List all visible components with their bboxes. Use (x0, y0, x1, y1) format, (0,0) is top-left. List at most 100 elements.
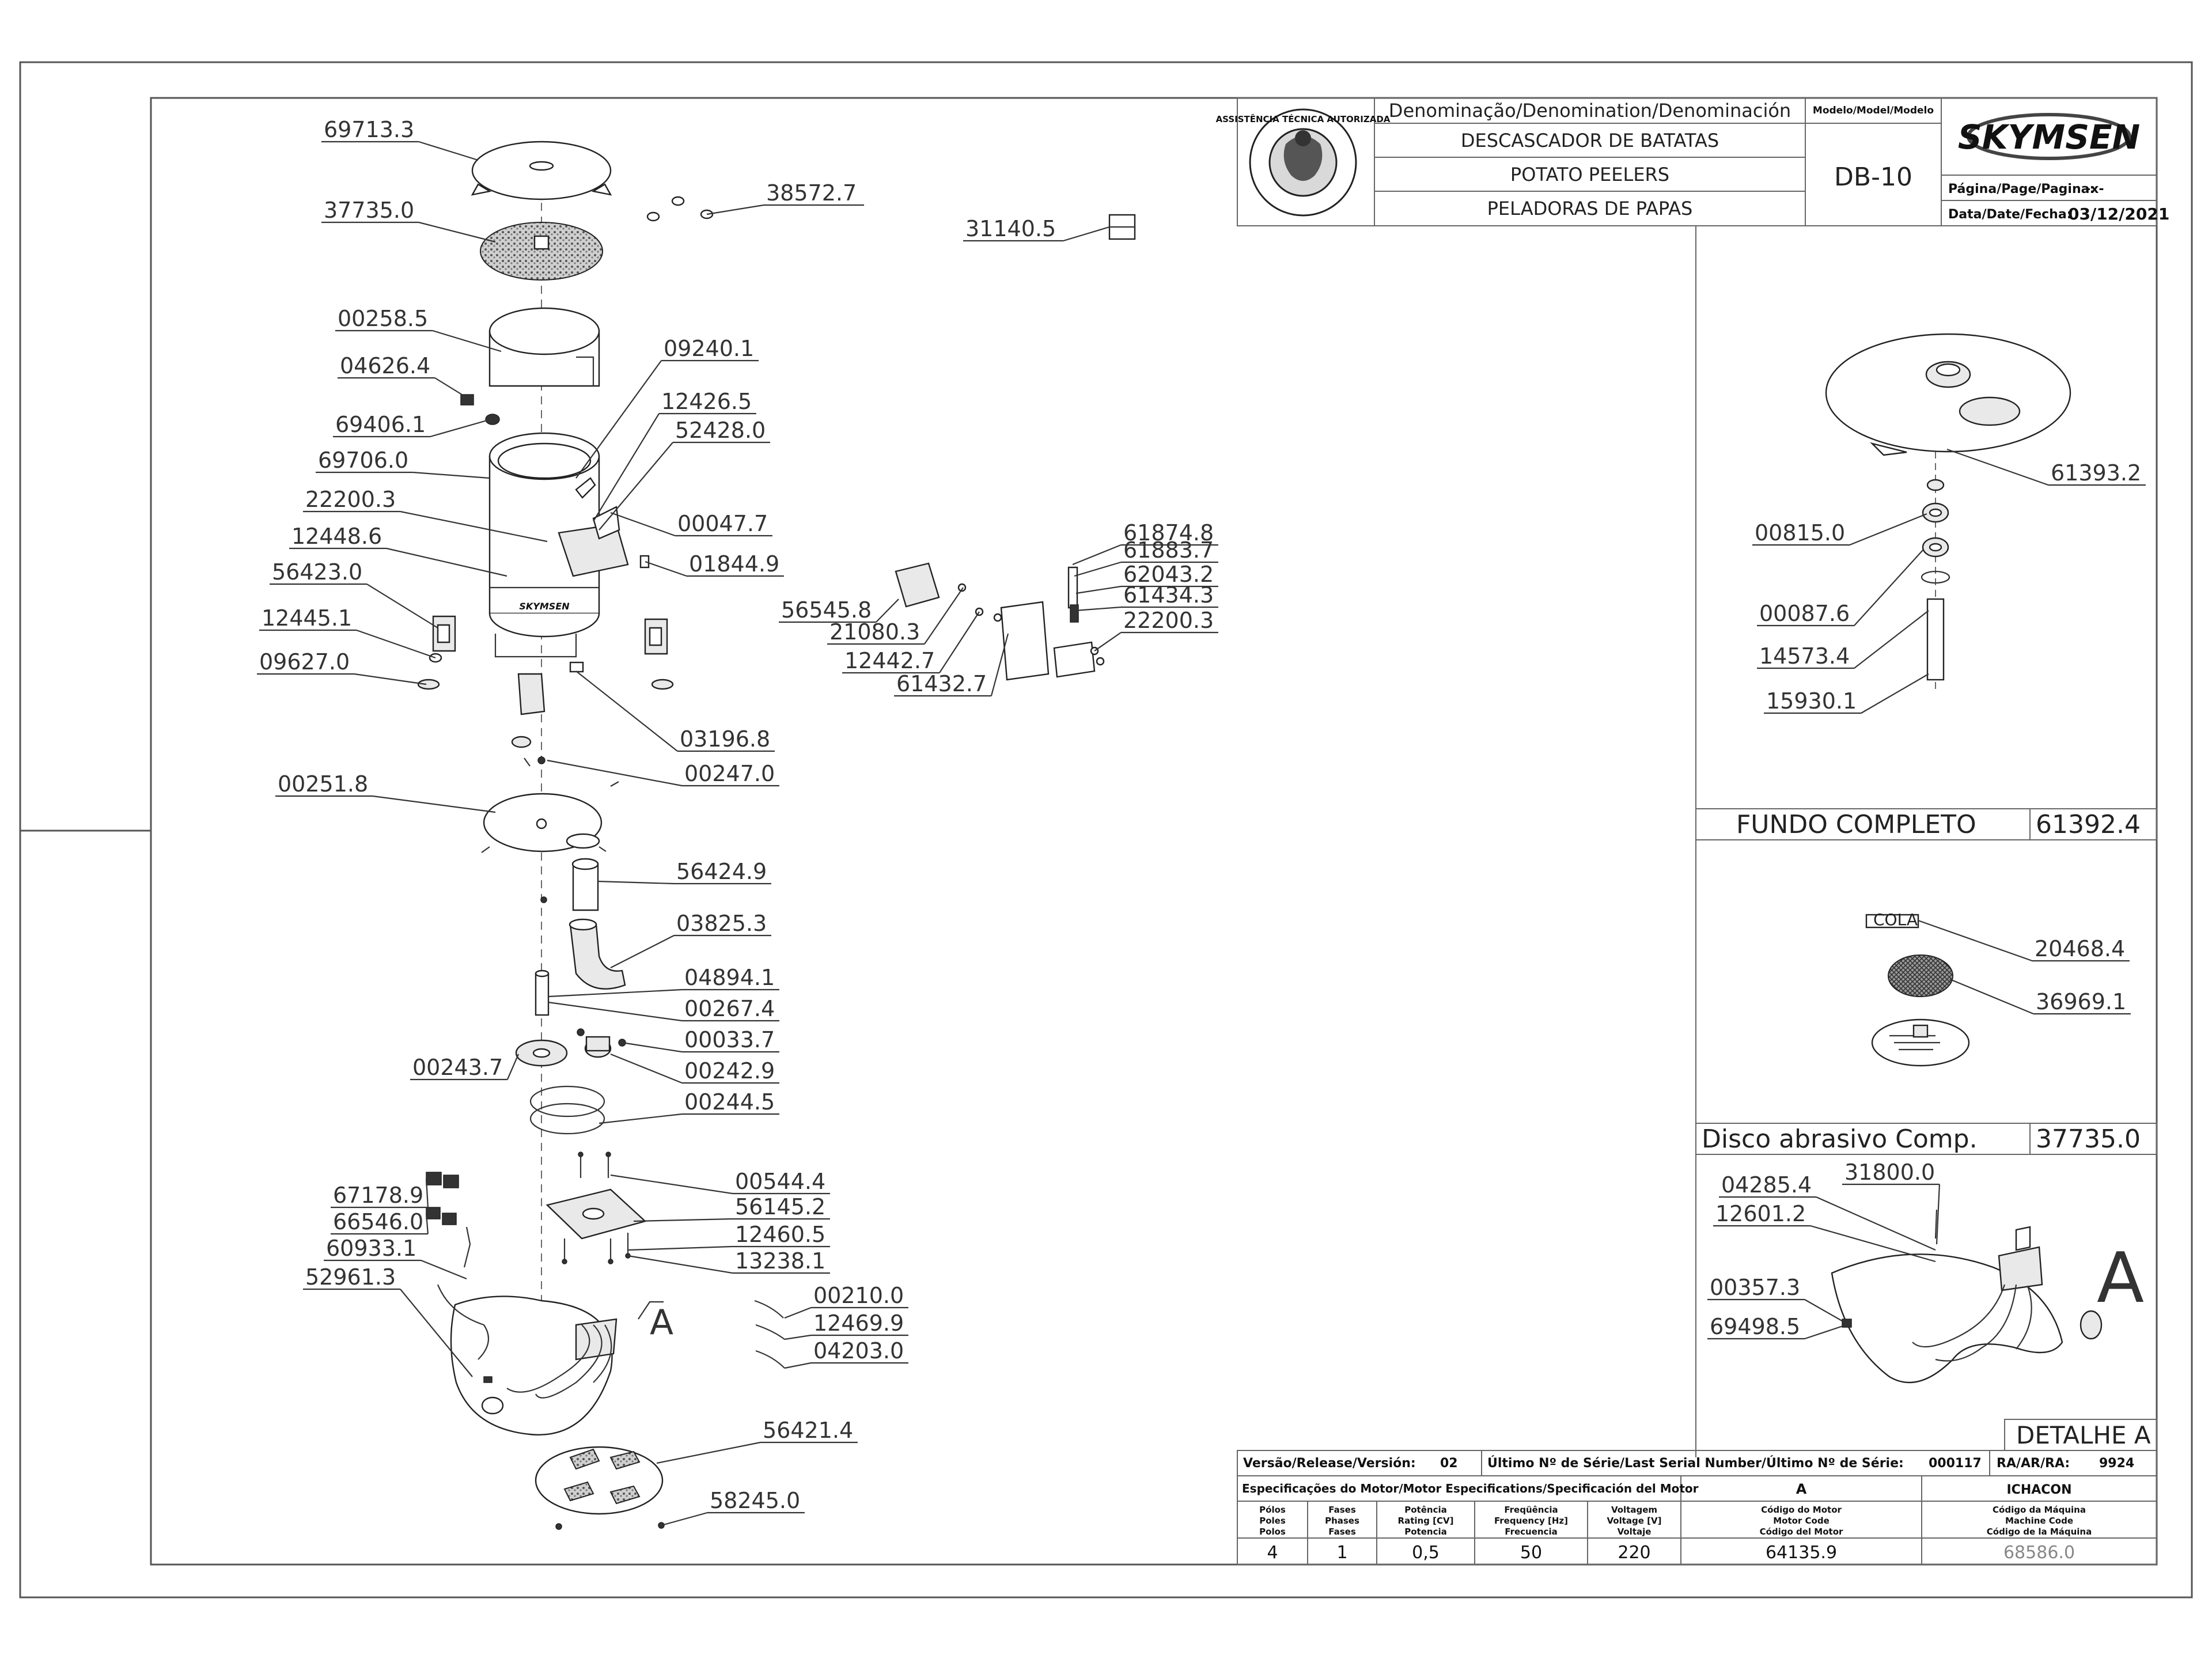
main-part-label: 66546.0 (333, 1209, 423, 1234)
main-part-label: 52961.3 (305, 1264, 396, 1290)
name-es: PELADORAS DE PAPAS (1487, 198, 1693, 219)
detail-part-label: 00357.3 (1710, 1275, 1800, 1300)
leader-line (661, 1512, 708, 1527)
main-part-label: 12445.1 (262, 605, 352, 631)
skymsen-logo: SKYMSEN (1958, 113, 2140, 160)
side-part-label: 61883.7 (1123, 537, 1214, 563)
main-part-label: 69706.0 (318, 448, 408, 473)
leader-line (372, 795, 496, 813)
leader-line (1094, 632, 1122, 652)
leader-line (434, 377, 467, 398)
detail-part-label: 31800.0 (1844, 1160, 1935, 1185)
leader-line (1804, 1324, 1847, 1340)
main-part-label: 58245.0 (710, 1488, 800, 1513)
main-part-label: 09627.0 (259, 649, 350, 675)
spec-header: Freqüência (1504, 1505, 1558, 1515)
leader-line (386, 547, 507, 577)
leader-line (1861, 673, 1929, 714)
spec-header: Código del Motor (1760, 1527, 1843, 1537)
leader-line (1854, 550, 1923, 626)
main-part-label: 00242.9 (684, 1058, 775, 1084)
leader-line (627, 1245, 733, 1251)
spec-header: Frequency [Hz] (1494, 1516, 1568, 1526)
denomination-header: Denominação/Denomination/Denominación (1389, 100, 1791, 122)
title-block: ASSISTÊNCIA TÉCNICA AUTORIZADA Denominaç… (1216, 97, 2169, 226)
detalhe-title: DETALHE A (2016, 1421, 2151, 1449)
leader-line (1854, 610, 1929, 669)
spec-headers: PólosPolesPolosFasesPhasesFasesPotênciaR… (1259, 1505, 2092, 1537)
main-part-label: 00033.7 (684, 1027, 775, 1052)
motor-spec-table: Versão/Release/Versión: 02 Último Nº de … (1237, 1450, 2157, 1565)
leader-line (418, 141, 479, 161)
spec-header: Código do Motor (1761, 1505, 1842, 1515)
leader-line (784, 1362, 812, 1369)
spec-header: Potencia (1404, 1527, 1446, 1537)
disco-detail (1865, 914, 1970, 1067)
spec-header: Polos (1259, 1527, 1286, 1537)
main-part-label: 00244.5 (684, 1089, 775, 1115)
disco-code: 37735.0 (2036, 1124, 2141, 1154)
detail-part-label: 12601.2 (1715, 1201, 1806, 1226)
leader-line (548, 988, 683, 998)
main-part-label: 03196.8 (680, 726, 770, 752)
spec-header: Código de la Máquina (1987, 1527, 2092, 1537)
main-part-label: 37735.0 (324, 198, 414, 223)
leader-line (425, 1213, 429, 1234)
date-label: Data/Date/Fecha: (1948, 207, 2072, 222)
ra-label: RA/AR/RA: (1997, 1456, 2070, 1471)
detail-part-label: A (2097, 1238, 2144, 1319)
leader-line (356, 629, 436, 659)
main-part-label: A (650, 1302, 673, 1343)
leader-line (610, 512, 676, 537)
leader-line (430, 418, 491, 438)
ra-value: 9924 (2099, 1456, 2134, 1471)
main-part-label: 38572.7 (766, 180, 857, 206)
spec-header: Machine Code (2005, 1516, 2073, 1526)
spec-value: 50 (1520, 1543, 1542, 1563)
leader-line (425, 1178, 429, 1208)
main-part-label: 09240.1 (664, 336, 754, 361)
leader-line (627, 1255, 733, 1274)
side-part-label: 22200.3 (1123, 608, 1214, 633)
leader-line (1072, 544, 1122, 566)
leader-line (1063, 226, 1110, 242)
main-part-label: 04203.0 (813, 1338, 904, 1363)
main-part-label: 12448.6 (291, 524, 382, 549)
fundo-part-label: 00087.6 (1759, 601, 1850, 626)
leader-line (1810, 1225, 1936, 1263)
leader-line (575, 360, 662, 479)
side-part-label: 56545.8 (781, 597, 872, 623)
author: ICHACON (2006, 1483, 2071, 1497)
leader-line (599, 1113, 683, 1124)
main-part-label: 12460.5 (735, 1222, 825, 1247)
fundo-part-label: 14573.4 (1759, 643, 1850, 669)
main-part-label: 03825.3 (676, 911, 767, 936)
spec-header: Voltage [V] (1607, 1516, 1662, 1526)
spec-header: Phases (1325, 1516, 1359, 1526)
main-part-label: 04894.1 (684, 965, 775, 990)
main-part-label: 00251.8 (278, 771, 368, 797)
main-part-label: 12426.5 (661, 389, 752, 414)
main-part-label: 52428.0 (675, 418, 766, 443)
leader-line (1936, 1184, 1941, 1245)
leader-line (1804, 1299, 1850, 1325)
detail-part-label: 04285.4 (1721, 1172, 1812, 1198)
leader-line (421, 1259, 467, 1280)
leader-line (400, 1289, 473, 1377)
leader-line (924, 587, 964, 645)
main-part-label: 01844.9 (689, 551, 779, 577)
svg-text:SKYMSEN: SKYMSEN (1958, 118, 2140, 157)
version-label: Versão/Release/Versión: (1243, 1456, 1416, 1471)
fundo-part-label: 15930.1 (1766, 688, 1857, 714)
serial-value: 000117 (1929, 1456, 1982, 1471)
leader-line (366, 584, 438, 628)
leader-line (610, 935, 675, 968)
leader-line (784, 1306, 812, 1319)
fundo-part-label: 00815.0 (1755, 520, 1845, 546)
page-label: Página/Page/Pagina: (1948, 182, 2094, 196)
side-part-label: 61874.8 (1123, 520, 1214, 546)
leader-line (622, 1041, 683, 1053)
leader-line (610, 1174, 733, 1195)
part-labels: 69713.337735.038572.731140.500258.504626… (257, 117, 2146, 1527)
